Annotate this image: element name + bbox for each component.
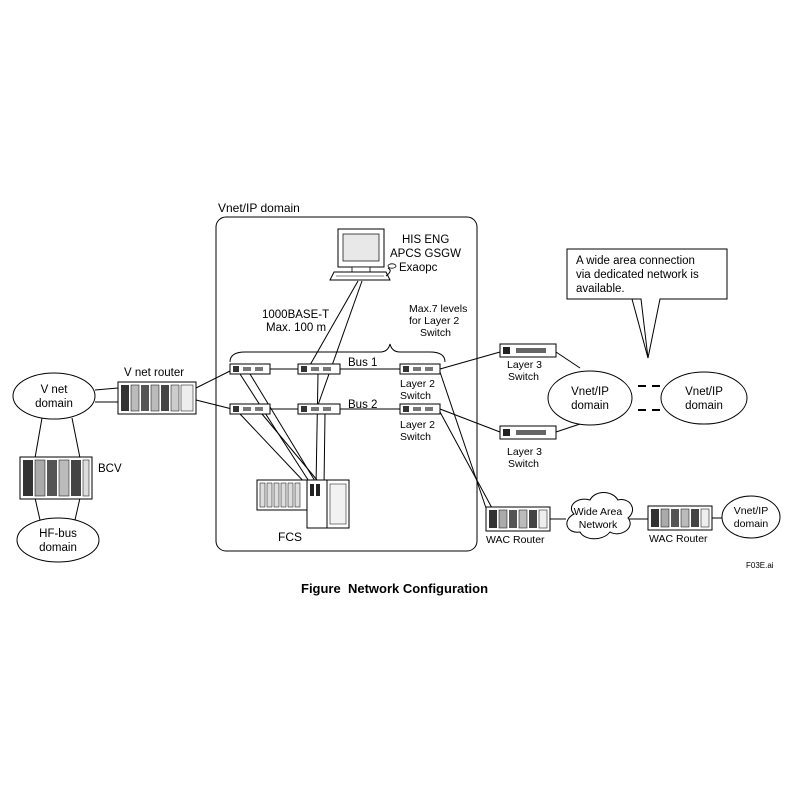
bus1-label: Bus 1 bbox=[348, 357, 377, 369]
vnet-domain-label-1: V net bbox=[41, 384, 69, 396]
layer3-upper-label-1: Layer 3 bbox=[507, 359, 542, 371]
layer3-upper-label-2: Switch bbox=[508, 371, 539, 383]
vnetip-domain-title: Vnet/IP domain bbox=[218, 201, 300, 215]
vnetip-domain-boundary bbox=[215, 216, 478, 552]
cable-type-label: 1000BASE-T bbox=[262, 309, 329, 321]
wide-area-callout bbox=[566, 248, 728, 359]
bus2-layer2-switch bbox=[399, 403, 441, 415]
bus1-switch-left bbox=[229, 363, 271, 375]
callout-line-2: via dedicated network is bbox=[576, 269, 699, 281]
vnetip-domain-middle-label-2: domain bbox=[571, 400, 609, 412]
hfbus-domain-label-1: HF-bus bbox=[39, 528, 77, 540]
layer3-switch-lower bbox=[499, 425, 557, 440]
wac-router-right-icon bbox=[647, 505, 713, 531]
hfbus-domain-ellipse bbox=[16, 517, 100, 563]
bus2-label: Bus 2 bbox=[348, 399, 377, 411]
wan-cloud-label-2: Network bbox=[579, 519, 618, 531]
bus1-switch-middle bbox=[297, 363, 341, 375]
fcs-cabinet-icon bbox=[256, 479, 350, 529]
vnetip-domain-bottom-right-label-1: Vnet/IP bbox=[734, 505, 768, 517]
bus2-switch-middle bbox=[297, 403, 341, 415]
layer2-lower-label-2: Switch bbox=[400, 431, 431, 443]
bcv-icon bbox=[19, 456, 93, 500]
fcs-label: FCS bbox=[278, 530, 302, 544]
bus1-layer2-switch bbox=[399, 363, 441, 375]
vnetip-domain-right bbox=[660, 371, 748, 425]
callout-line-3: available. bbox=[576, 283, 625, 295]
layer2-lower-label-1: Layer 2 bbox=[400, 419, 435, 431]
his-label-line-1: HIS ENG bbox=[402, 234, 449, 246]
dedicated-network-links bbox=[638, 385, 670, 411]
layer3-lower-label-2: Switch bbox=[508, 458, 539, 470]
his-label-line-2: APCS GSGW bbox=[390, 248, 461, 260]
max-levels-line-3: Switch bbox=[420, 327, 451, 339]
vnet-router-label: V net router bbox=[124, 367, 184, 379]
layer2-upper-label-2: Switch bbox=[400, 390, 431, 402]
vnetip-domain-middle-label-1: Vnet/IP bbox=[571, 386, 609, 398]
layer3-lower-label-1: Layer 3 bbox=[507, 446, 542, 458]
file-reference: F03E.ai bbox=[746, 561, 774, 570]
vnet-domain-ellipse bbox=[12, 372, 96, 420]
wan-cloud-label-1: Wide Area bbox=[574, 506, 623, 518]
connection-lines bbox=[34, 280, 724, 521]
max-levels-line-2: for Layer 2 bbox=[409, 315, 459, 327]
layer2-upper-label-1: Layer 2 bbox=[400, 378, 435, 390]
bus2-switch-left bbox=[229, 403, 271, 415]
bcv-label: BCV bbox=[98, 463, 122, 475]
wide-area-network-cloud bbox=[566, 492, 633, 540]
hfbus-domain-label-2: domain bbox=[39, 542, 77, 554]
vnet-domain-label-2: domain bbox=[35, 398, 73, 410]
vnetip-domain-middle bbox=[547, 370, 633, 426]
figure-caption: Figure Network Configuration bbox=[301, 581, 488, 596]
vnetip-domain-right-label-1: Vnet/IP bbox=[685, 386, 723, 398]
vnetip-domain-right-label-2: domain bbox=[685, 400, 723, 412]
vnetip-domain-bottom-right bbox=[721, 495, 781, 539]
wac-router-left-icon bbox=[485, 506, 551, 532]
layer2-levels-brace bbox=[229, 343, 446, 363]
layer3-switch-upper bbox=[499, 343, 557, 358]
max-levels-line-1: Max.7 levels bbox=[409, 303, 467, 315]
vnetip-domain-bottom-right-label-2: domain bbox=[734, 518, 769, 530]
cable-length-label: Max. 100 m bbox=[266, 322, 326, 334]
vnet-router-icon bbox=[117, 381, 197, 415]
callout-line-1: A wide area connection bbox=[576, 255, 695, 267]
wac-router-left-label: WAC Router bbox=[486, 534, 545, 546]
his-label-line-3: Exaopc bbox=[399, 262, 438, 274]
wac-router-right-label: WAC Router bbox=[649, 533, 708, 545]
his-workstation-icon bbox=[329, 228, 397, 281]
